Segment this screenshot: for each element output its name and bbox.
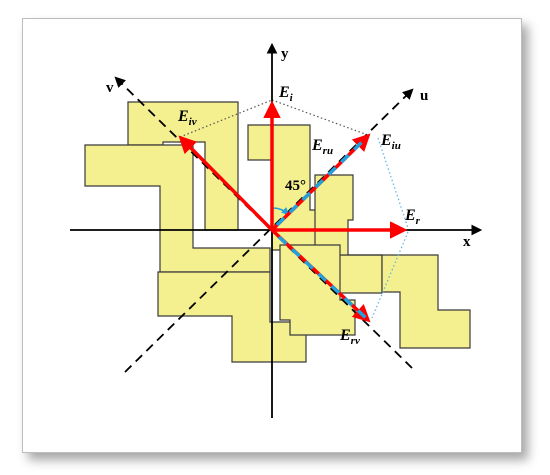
- dotted-line-ei-eiu: [271, 99, 369, 136]
- label-u-axis: u: [420, 88, 428, 104]
- vector-erv-blue: [277, 235, 368, 320]
- patch-mid-left: [84, 144, 271, 273]
- label-eiv: Eiv: [177, 108, 197, 128]
- label-angle: 45°: [285, 178, 306, 194]
- label-eru: Eru: [311, 137, 333, 157]
- label-ei: Ei: [278, 84, 294, 104]
- label-v-axis: v: [106, 80, 114, 96]
- label-erv: Erv: [339, 327, 360, 347]
- labels: x y u v 45° Ei Eiv Eru Eiu Er Erv: [106, 46, 471, 347]
- metasurface-patches: [84, 101, 471, 363]
- label-er: Er: [404, 207, 421, 227]
- label-y-axis: y: [281, 46, 289, 62]
- dotted-line-eiv-ei: [179, 99, 273, 138]
- vector-eiv: [178, 135, 274, 232]
- patch-right: [314, 174, 471, 349]
- construction-lines: [179, 99, 409, 319]
- label-x-axis: x: [463, 234, 471, 250]
- v-axis-line: [114, 76, 413, 369]
- blue-dashed-vectors: [275, 136, 368, 320]
- label-eiu: Eiu: [380, 132, 401, 152]
- patch-lower-center: [279, 244, 356, 336]
- vector-eru-blue: [275, 136, 368, 227]
